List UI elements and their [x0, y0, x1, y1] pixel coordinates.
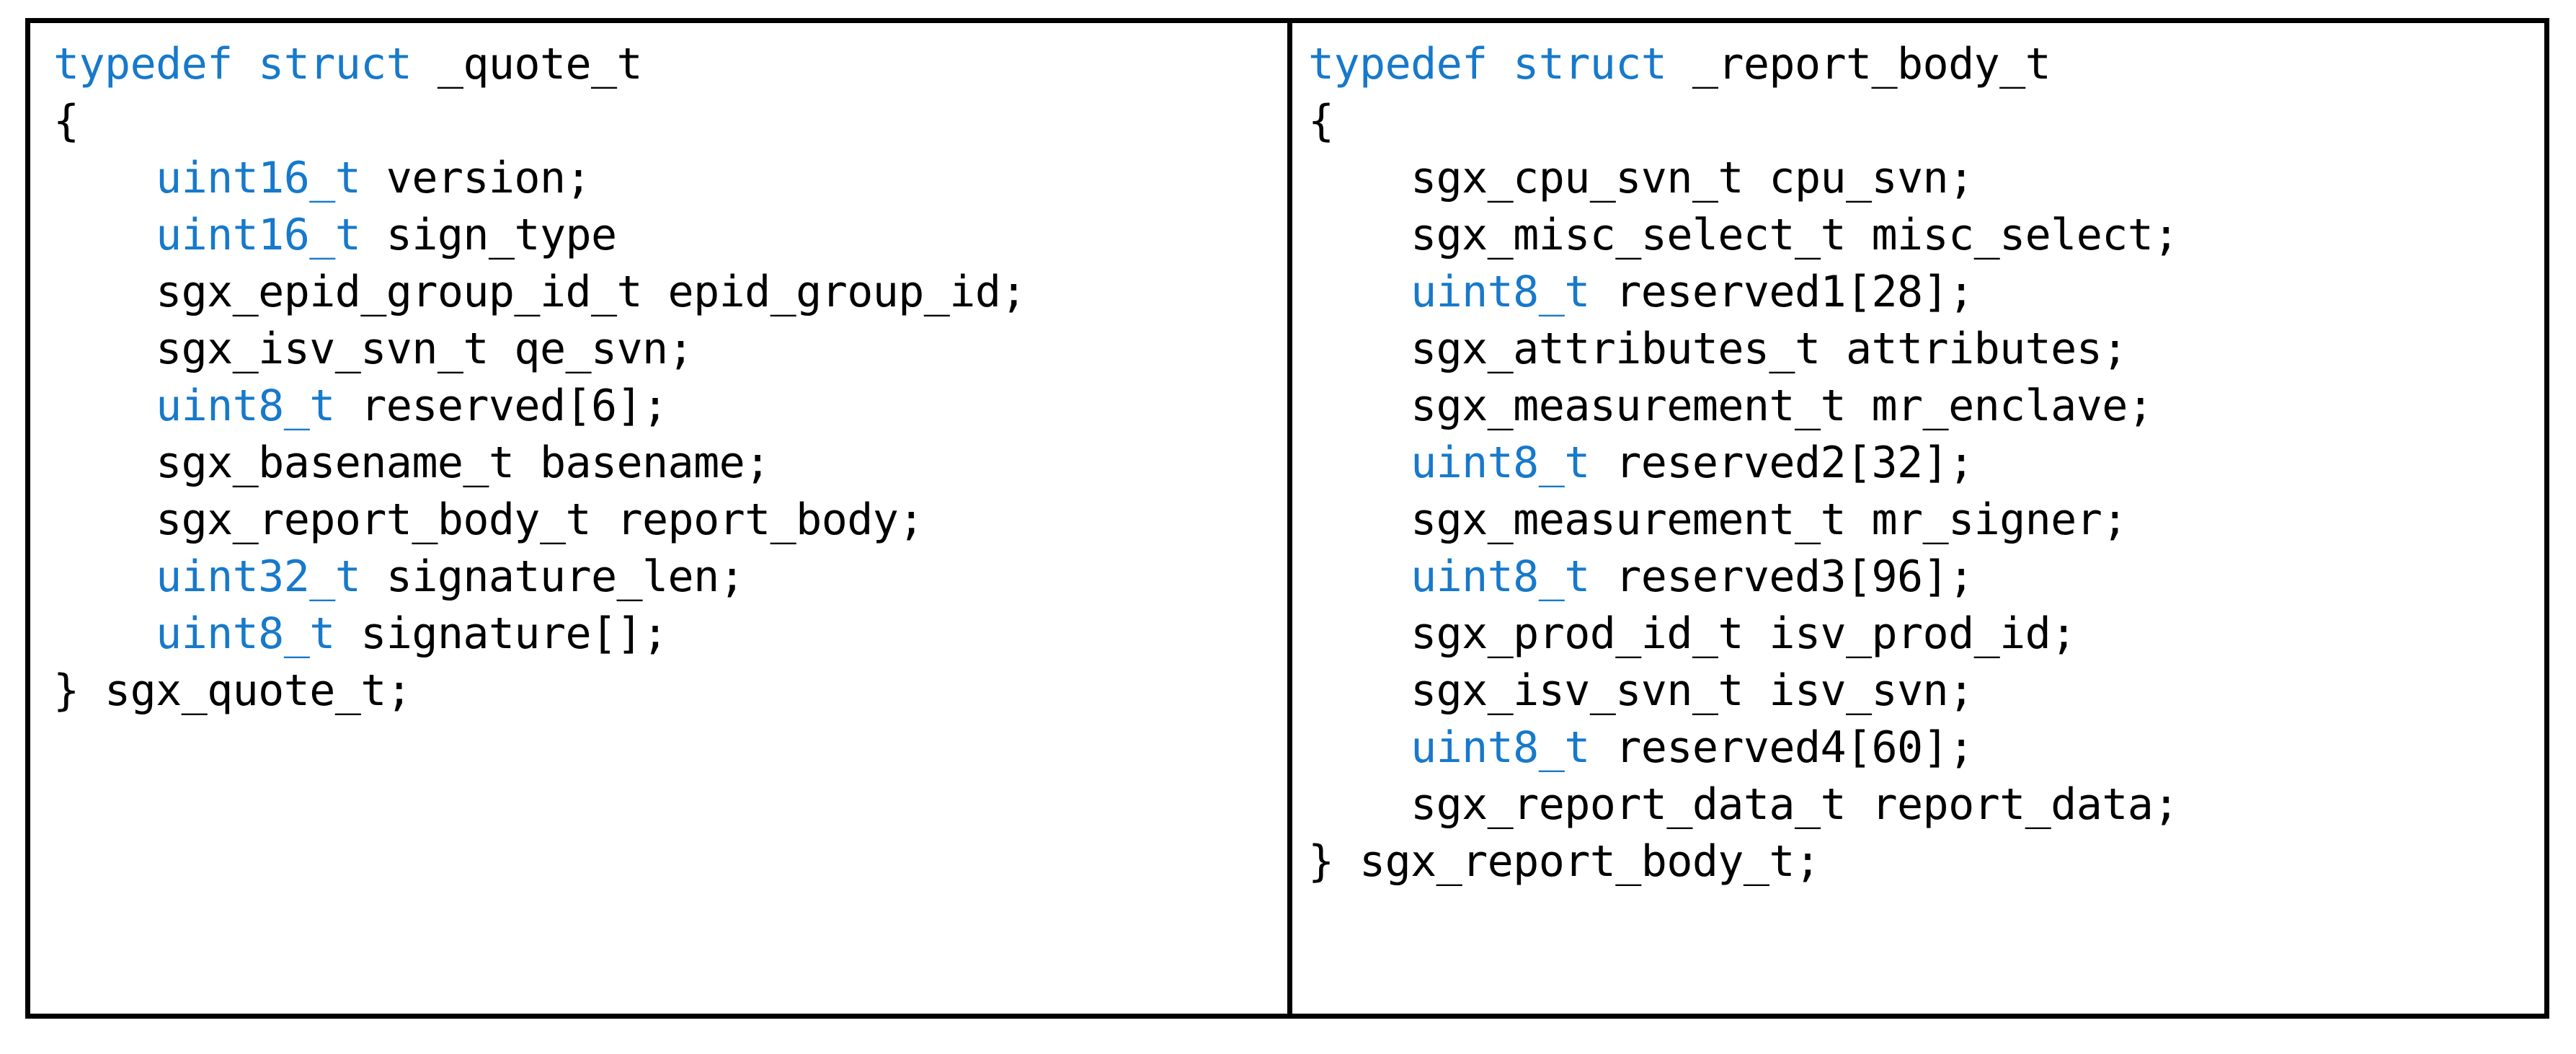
code-identifier: sgx_measurement_t mr_enclave; [1411, 381, 2154, 431]
code-identifier: sgx_report_data_t report_data; [1411, 779, 2179, 830]
code-identifier: reserved2[32]; [1589, 438, 1974, 488]
code-identifier: sgx_report_body_t report_body; [156, 495, 924, 545]
code-identifier: reserved[6]; [334, 381, 668, 431]
code-keyword: uint8_t [156, 381, 335, 431]
code-line: { [53, 93, 1287, 150]
quote-struct-code: typedef struct _quote_t{ uint16_t versio… [30, 36, 1287, 719]
code-keyword: uint8_t [1411, 267, 1590, 317]
code-line: sgx_isv_svn_t qe_svn; [53, 321, 1287, 378]
code-line: { [1308, 93, 2544, 150]
code-line: sgx_measurement_t mr_signer; [1308, 492, 2544, 549]
code-line: typedef struct _quote_t [53, 36, 1287, 93]
code-identifier: } sgx_report_body_t; [1308, 836, 1821, 887]
code-identifier: sgx_basename_t basename; [156, 438, 770, 488]
code-identifier: signature[]; [334, 608, 668, 659]
code-identifier: _report_body_t [1666, 39, 2051, 89]
report-body-struct-code: typedef struct _report_body_t{ sgx_cpu_s… [1292, 36, 2544, 890]
code-line: sgx_report_body_t report_body; [53, 492, 1287, 549]
code-identifier: { [1308, 96, 1334, 146]
code-line: uint32_t signature_len; [53, 549, 1287, 606]
code-line: sgx_misc_select_t misc_select; [1308, 207, 2544, 264]
code-identifier: } sgx_quote_t; [53, 665, 412, 716]
code-keyword: typedef struct [1308, 39, 1667, 89]
code-identifier: reserved4[60]; [1589, 722, 1974, 773]
code-keyword: uint16_t [156, 153, 361, 203]
quote-struct-column: typedef struct _quote_t{ uint16_t versio… [30, 23, 1292, 1014]
code-line: sgx_prod_id_t isv_prod_id; [1308, 606, 2544, 663]
code-identifier: sgx_epid_group_id_t epid_group_id; [156, 267, 1026, 317]
code-keyword: typedef struct [53, 39, 412, 89]
code-line: sgx_basename_t basename; [53, 435, 1287, 492]
code-line: } sgx_quote_t; [53, 663, 1287, 719]
code-line: sgx_isv_svn_t isv_svn; [1308, 663, 2544, 719]
code-line: sgx_report_data_t report_data; [1308, 776, 2544, 833]
code-identifier: reserved3[96]; [1589, 552, 1974, 602]
code-line: typedef struct _report_body_t [1308, 36, 2544, 93]
code-line: uint8_t reserved3[96]; [1308, 549, 2544, 606]
code-line: sgx_attributes_t attributes; [1308, 321, 2544, 378]
code-identifier: { [53, 96, 79, 146]
code-line: } sgx_report_body_t; [1308, 833, 2544, 890]
code-identifier: reserved1[28]; [1589, 267, 1974, 317]
code-identifier: signature_len; [360, 552, 745, 602]
code-line: uint8_t reserved1[28]; [1308, 264, 2544, 321]
code-line: uint8_t reserved[6]; [53, 378, 1287, 435]
code-keyword: uint8_t [1411, 722, 1590, 773]
code-keyword: uint8_t [1411, 438, 1590, 488]
code-identifier: sgx_attributes_t attributes; [1411, 324, 2128, 374]
code-identifier: sign_type [360, 210, 617, 260]
code-identifier: sgx_misc_select_t misc_select; [1411, 210, 2179, 260]
code-line: uint16_t version; [53, 150, 1287, 207]
code-keyword: uint8_t [1411, 552, 1590, 602]
code-identifier: sgx_cpu_svn_t cpu_svn; [1411, 153, 1974, 203]
code-keyword: uint32_t [156, 552, 361, 602]
code-listing-figure: typedef struct _quote_t{ uint16_t versio… [25, 18, 2549, 1019]
code-keyword: uint16_t [156, 210, 361, 260]
code-line: sgx_epid_group_id_t epid_group_id; [53, 264, 1287, 321]
code-line: sgx_measurement_t mr_enclave; [1308, 378, 2544, 435]
code-keyword: uint8_t [156, 608, 335, 659]
code-identifier: sgx_isv_svn_t isv_svn; [1411, 665, 1974, 716]
code-line: uint8_t reserved4[60]; [1308, 719, 2544, 776]
code-identifier: version; [360, 153, 592, 203]
code-identifier: sgx_prod_id_t isv_prod_id; [1411, 608, 2077, 659]
code-line: uint16_t sign_type [53, 207, 1287, 264]
report-body-struct-column: typedef struct _report_body_t{ sgx_cpu_s… [1292, 23, 2544, 1014]
code-line: sgx_cpu_svn_t cpu_svn; [1308, 150, 2544, 207]
code-identifier: sgx_isv_svn_t qe_svn; [156, 324, 694, 374]
code-line: uint8_t reserved2[32]; [1308, 435, 2544, 492]
code-identifier: sgx_measurement_t mr_signer; [1411, 495, 2128, 545]
code-line: uint8_t signature[]; [53, 606, 1287, 663]
code-identifier: _quote_t [412, 39, 643, 89]
